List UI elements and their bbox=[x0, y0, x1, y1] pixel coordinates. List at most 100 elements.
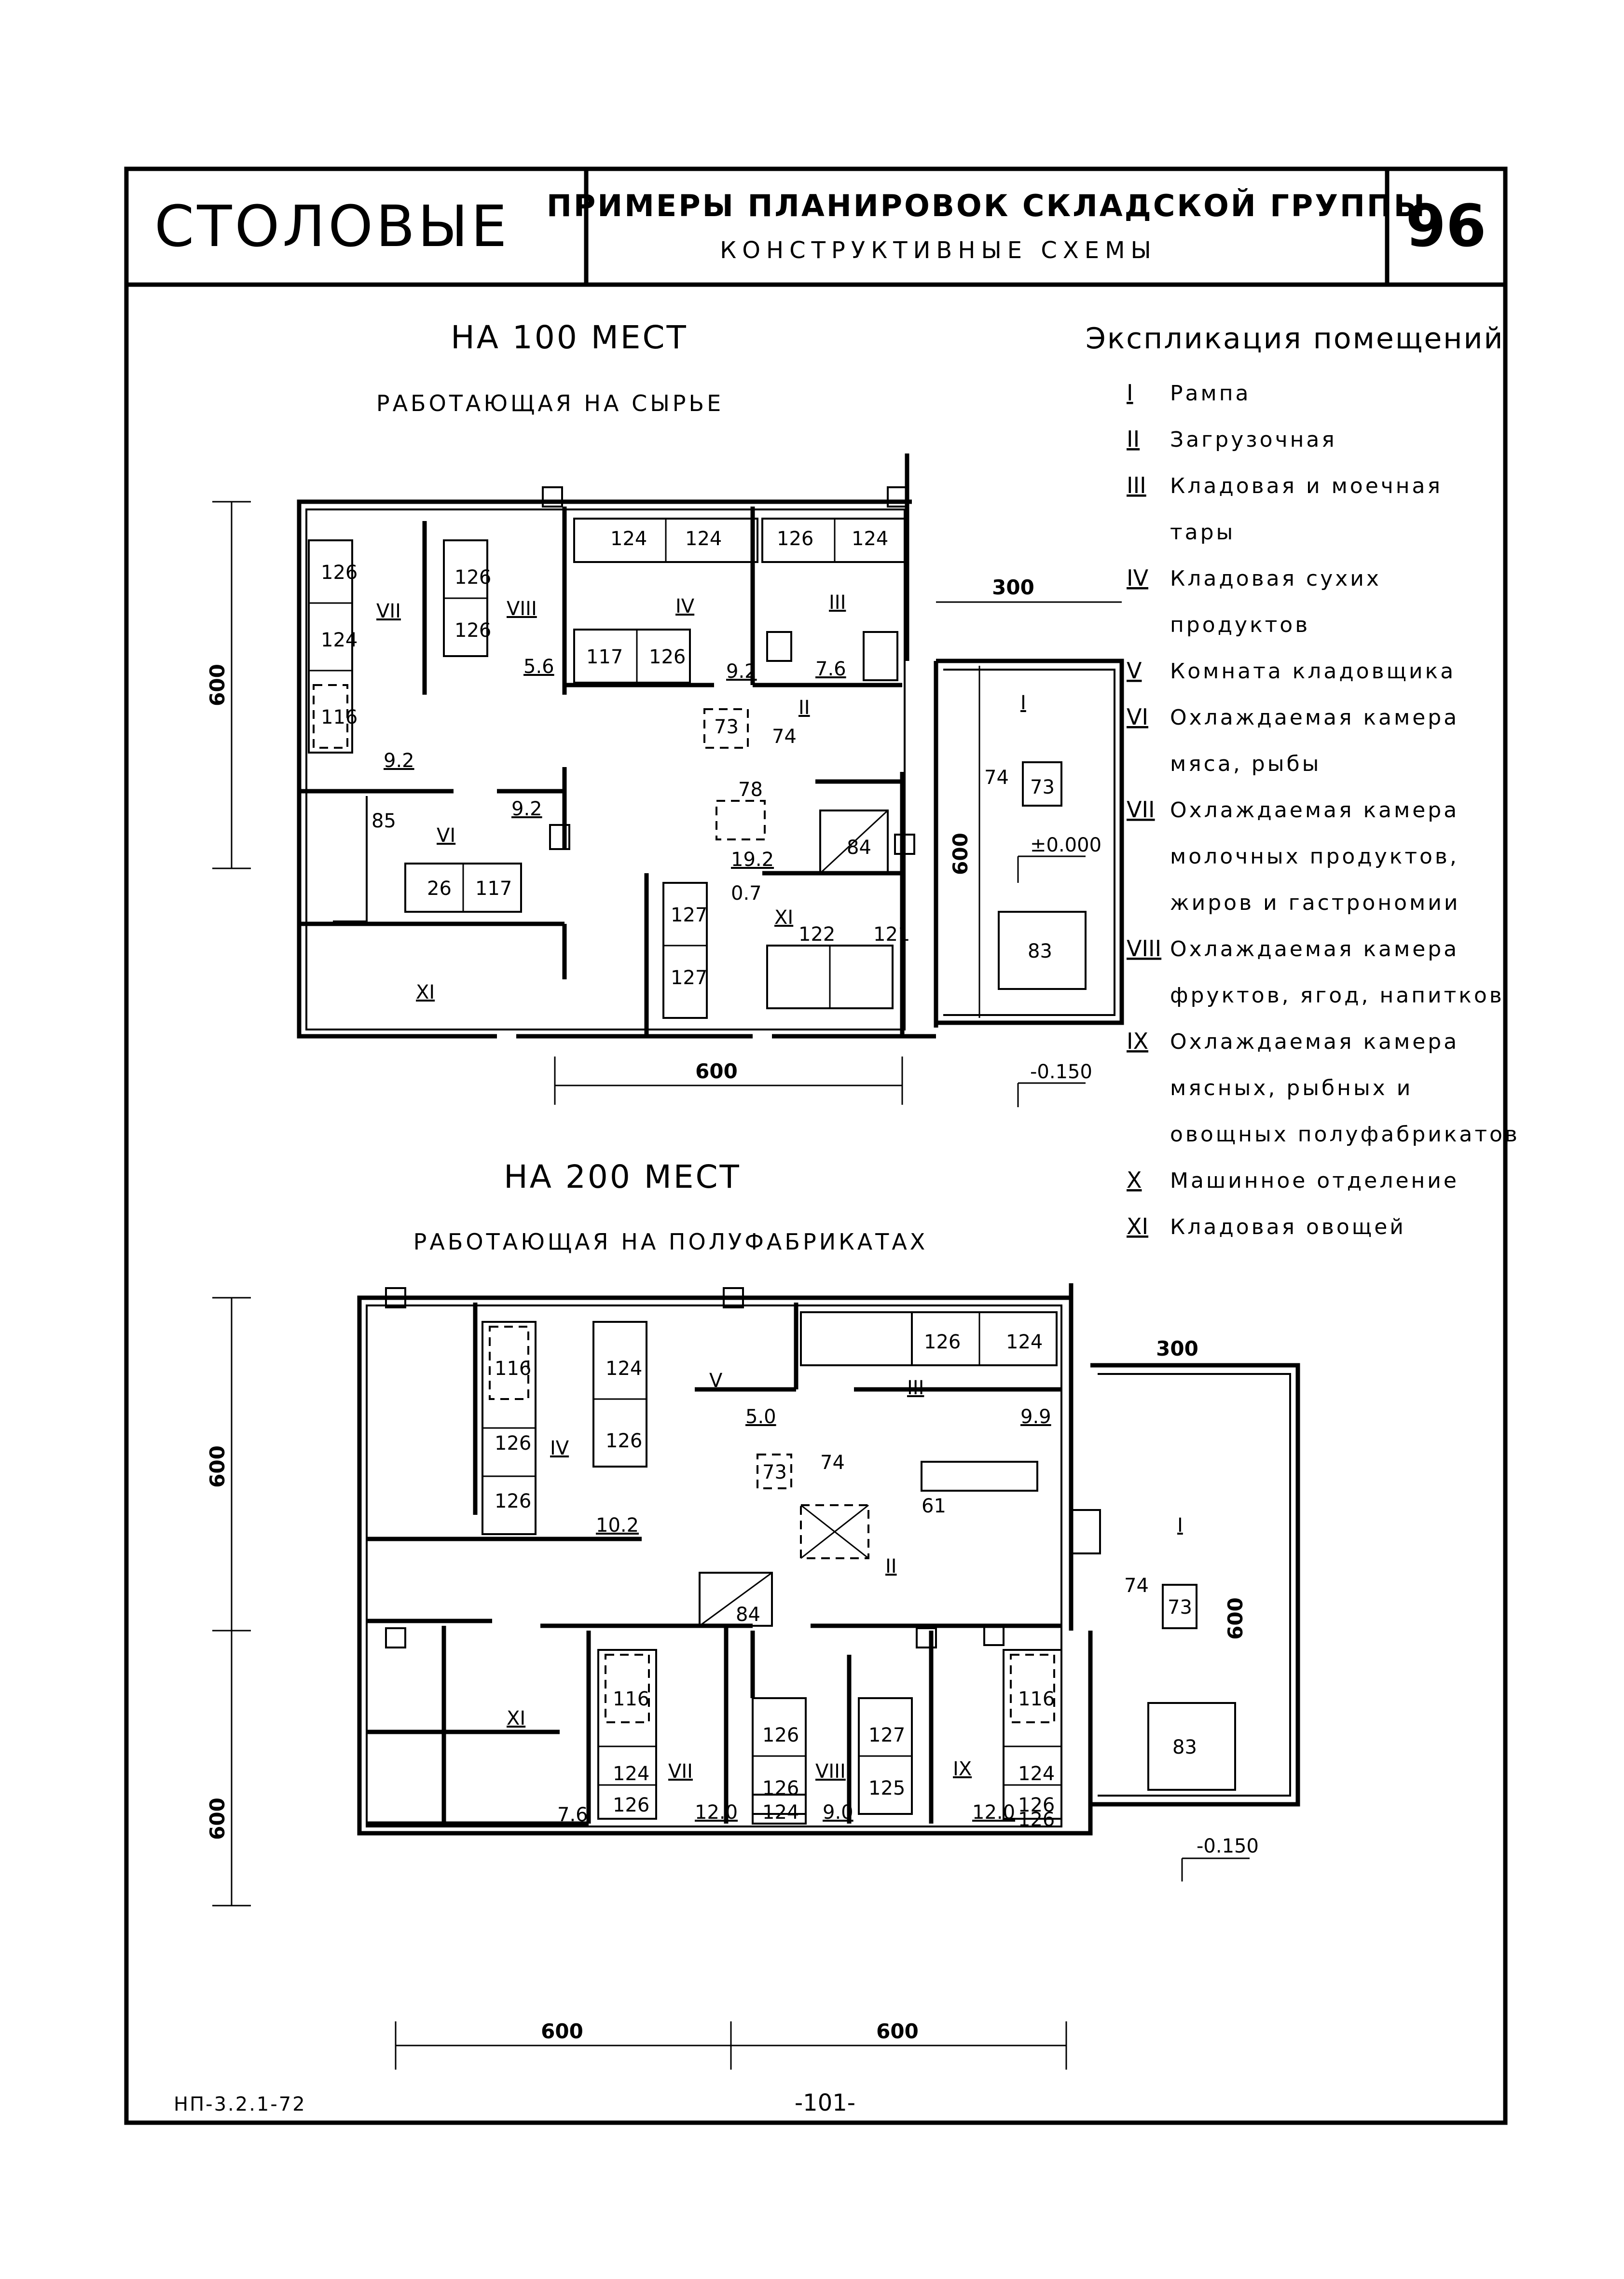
plan1-equip-label: 73 bbox=[1030, 776, 1055, 798]
plan1-room-numeral: I bbox=[1020, 692, 1026, 714]
legend-item-text: фруктов, ягод, напитков bbox=[1170, 983, 1504, 1008]
plan2-equip-label: 116 bbox=[1018, 1688, 1055, 1710]
plan1-area-label: 19.2 bbox=[731, 849, 774, 871]
plan1-ramp-outline bbox=[936, 659, 1124, 1025]
plan1-equip-label: 74 bbox=[984, 767, 1009, 789]
plan2-equip-label: 124 bbox=[1018, 1763, 1055, 1785]
plan1-equip-label: 74 bbox=[772, 726, 797, 748]
plan1-room-numeral: III bbox=[829, 591, 846, 614]
plan2-equip-label: 125 bbox=[868, 1777, 905, 1799]
plan1-equip-label: 127 bbox=[671, 967, 707, 989]
plan2-equip-label: 124 bbox=[606, 1358, 642, 1380]
plan1-level-floor: ±0.000 bbox=[1030, 834, 1101, 856]
plan1-room-numeral: II bbox=[798, 697, 810, 719]
plan2-room-numeral: XI bbox=[507, 1707, 525, 1730]
plan2-area-label: 5.0 bbox=[745, 1406, 776, 1428]
sheet-border bbox=[124, 166, 1508, 2125]
legend-item-text: мяса, рыбы bbox=[1170, 752, 1321, 776]
plan2-area-label: 12.0 bbox=[695, 1801, 738, 1824]
plan1-equip-label: 124 bbox=[610, 528, 647, 550]
legend-item-number: VI bbox=[1127, 704, 1148, 730]
plan2-column-2 bbox=[723, 1287, 744, 1308]
plan2-room-numeral: IV bbox=[550, 1437, 569, 1459]
plan2-level-ramp: -0.150 bbox=[1197, 1835, 1259, 1857]
plan1-area-label: 7.6 bbox=[815, 658, 846, 680]
plan2-room-numeral: IX bbox=[953, 1758, 972, 1780]
plan2-outer-wall-inner bbox=[366, 1304, 1062, 1827]
plan2-partition-2 bbox=[367, 1387, 1061, 1541]
plan2-equip-label: 126 bbox=[606, 1430, 642, 1452]
plan1-shelves-left bbox=[308, 518, 1087, 1019]
plan1-partition-7 bbox=[333, 796, 368, 922]
plan1-room-numeral: XI bbox=[774, 906, 793, 929]
plan1-room-numeral: VIII bbox=[507, 598, 537, 620]
plan2-equip-label: 83 bbox=[1172, 1736, 1197, 1758]
plan2-equip-label: 84 bbox=[736, 1604, 760, 1626]
footer-page: -101- bbox=[795, 2089, 855, 2116]
plan1-room-numeral: IV bbox=[675, 595, 695, 618]
plan2-equip-label: 116 bbox=[495, 1358, 531, 1380]
legend-item-number: IX bbox=[1127, 1028, 1148, 1054]
plan1-equip-label: 124 bbox=[685, 528, 722, 550]
plan2-dim-ramp-height: 600 bbox=[1224, 1597, 1247, 1640]
legend-item-number: V bbox=[1127, 658, 1142, 684]
legend-item-text: Охлаждаемая камера bbox=[1170, 1030, 1459, 1054]
plan2-dim-width-right: 600 bbox=[876, 2019, 919, 2043]
sheet-title: ПРИМЕРЫ ПЛАНИРОВОК СКЛАДСКОЙ ГРУППЫ bbox=[547, 188, 1427, 223]
plan1-equip-label: 117 bbox=[475, 878, 512, 900]
plan2-dim-width-left: 600 bbox=[541, 2019, 583, 2043]
plan1-equip-label: 126 bbox=[454, 566, 491, 589]
plan2-room-numeral: VII bbox=[668, 1760, 693, 1783]
plan2-column-3 bbox=[916, 1627, 937, 1648]
plan1-column-3 bbox=[549, 824, 570, 850]
series-title: СТОЛОВЫЕ bbox=[154, 193, 510, 260]
legend-item-text: мясных, рыбных и bbox=[1170, 1076, 1413, 1100]
plan2-dim-ramp-depth: 300 bbox=[1156, 1337, 1198, 1360]
plan2-ramp-inner bbox=[1098, 1373, 1291, 1797]
plan1-equip-label: 124 bbox=[321, 629, 358, 651]
plan2-partition-4 bbox=[586, 1626, 934, 1824]
plan1-area-label: 9.2 bbox=[384, 750, 414, 772]
legend-item-text: Комната кладовщика bbox=[1170, 659, 1456, 684]
plan1-equip-label: 126 bbox=[777, 528, 813, 550]
plan2-equip-label: 127 bbox=[868, 1724, 905, 1746]
plan1-room-numeral: XI bbox=[416, 981, 435, 1003]
plan1-level-ramp: -0.150 bbox=[1030, 1061, 1092, 1083]
plan2-partition-1 bbox=[473, 1303, 798, 1515]
legend-item-text: Загрузочная bbox=[1170, 427, 1337, 452]
plan2-equip-label: 124 bbox=[1006, 1331, 1043, 1353]
plan2-area-label: 9.0 bbox=[823, 1801, 853, 1824]
legend-item-text: продуктов bbox=[1170, 613, 1310, 637]
plan1-equip-label: 117 bbox=[586, 646, 623, 668]
plan1-column-1 bbox=[542, 486, 563, 508]
sheet-subtitle: КОНСТРУКТИВНЫЕ СХЕМЫ bbox=[720, 237, 1157, 264]
legend-item-number: VII bbox=[1127, 796, 1155, 823]
plan2-equip-label: 126 bbox=[762, 1777, 799, 1799]
plan1-equip-label: 73 bbox=[714, 716, 739, 738]
plan1-ramp-inner bbox=[943, 669, 1115, 1016]
plan2-column-1 bbox=[385, 1287, 406, 1308]
legend-item-number: I bbox=[1127, 380, 1133, 406]
plan2-equip-label: 126 bbox=[613, 1794, 649, 1816]
plan2-ramp-outline bbox=[1090, 1363, 1300, 1807]
plan1-area-label: 5.6 bbox=[523, 656, 554, 678]
plan2-drawing: 116 126 126 124 126 126 124 73 74 61 84 … bbox=[206, 1283, 1300, 2070]
plan2-room-numeral: VIII bbox=[815, 1760, 846, 1783]
plan2-shelves bbox=[482, 1311, 1236, 1825]
plan2-dim-height-top: 600 bbox=[206, 1445, 229, 1488]
plan1-area-label: 0.7 bbox=[731, 882, 762, 905]
plan1-partition-3 bbox=[299, 921, 567, 979]
plan2-area-label: 9.9 bbox=[1020, 1406, 1051, 1428]
plan2-equip-label: 73 bbox=[1168, 1596, 1192, 1619]
plan1-partition-2 bbox=[299, 767, 567, 849]
legend-item-text: Кладовая овощей bbox=[1170, 1215, 1406, 1239]
legend-item-number: VIII bbox=[1127, 935, 1161, 961]
legend-item-text: овощных полуфабрикатов bbox=[1170, 1122, 1520, 1147]
legend-item-number: III bbox=[1127, 472, 1146, 498]
legend-item-text: молочных продуктов, bbox=[1170, 844, 1459, 869]
plan2-area-label: 10.2 bbox=[596, 1514, 639, 1537]
plan2-equip-label: 124 bbox=[613, 1763, 649, 1785]
legend-item-text: Машинное отделение bbox=[1170, 1168, 1459, 1193]
